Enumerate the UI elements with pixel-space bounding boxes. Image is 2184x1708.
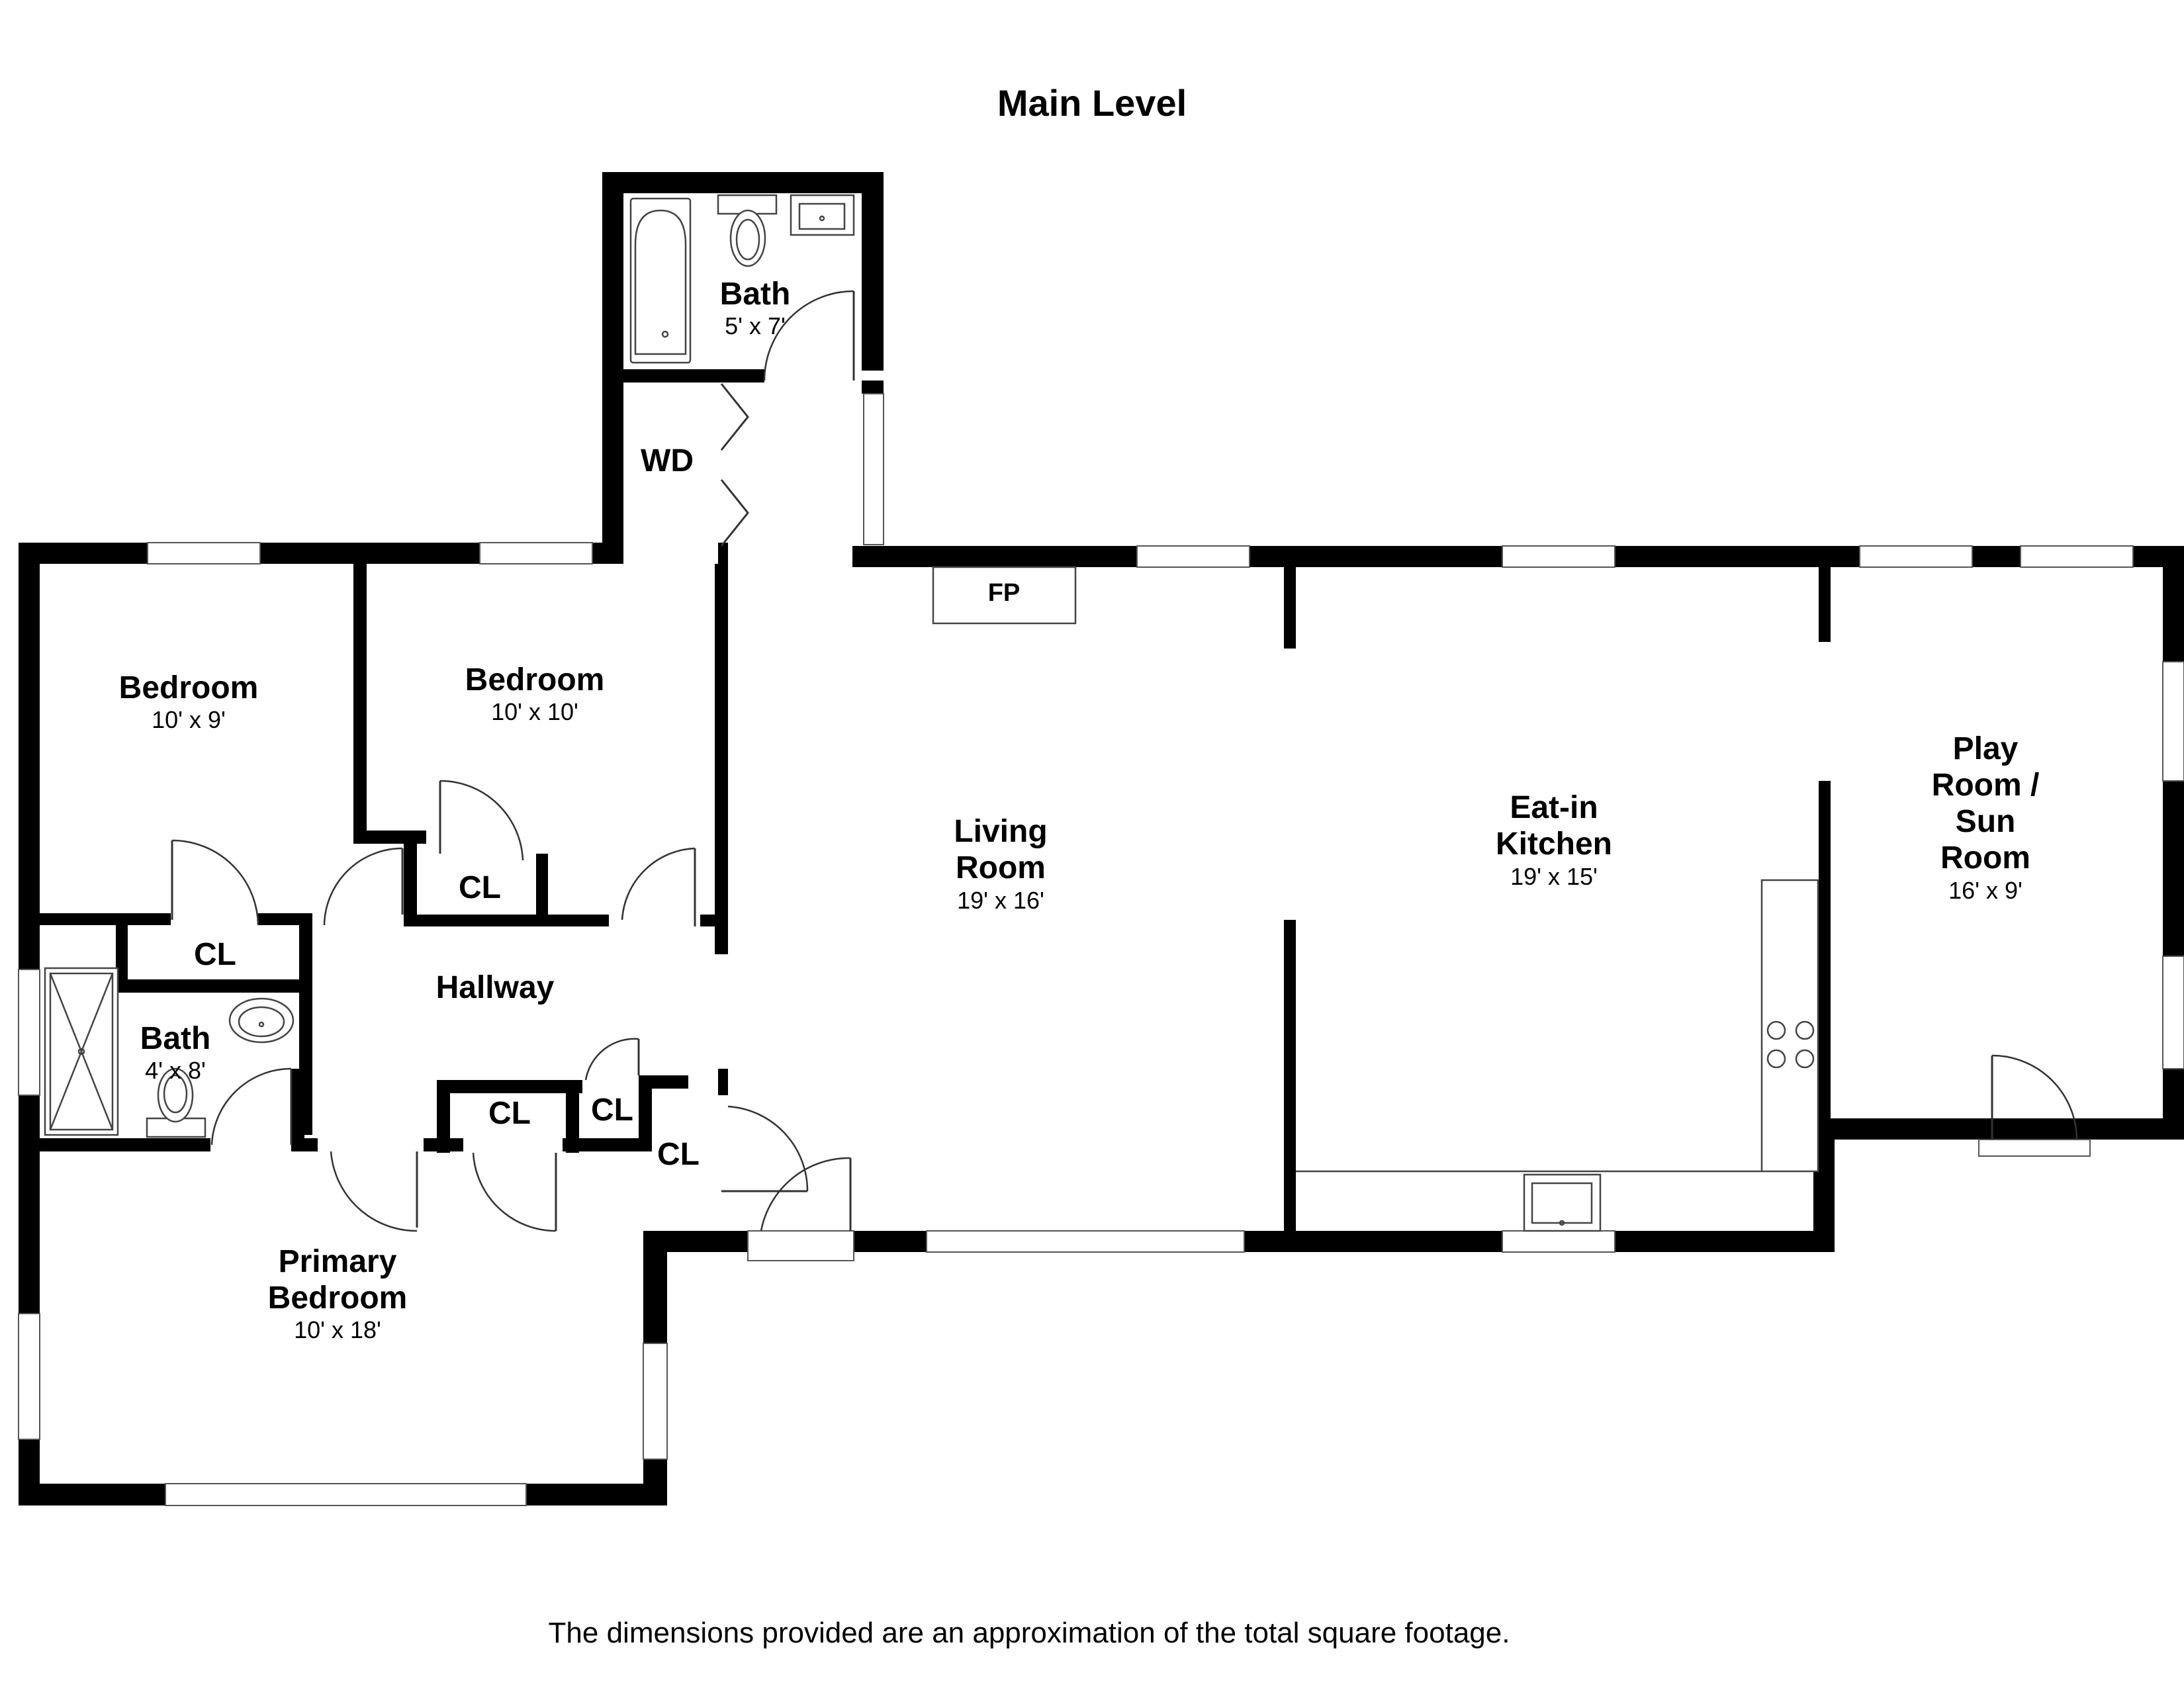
room-dim-bath-lower: 4' x 8' [145, 1057, 206, 1084]
room-label-kitchen-1: Eat-in [1510, 790, 1598, 825]
room-label-playroom-1: Play [1953, 731, 2019, 766]
room-dim-primary: 10' x 18' [294, 1316, 381, 1343]
room-label-living-2: Room [956, 850, 1046, 885]
room-label-primary-1: Primary [279, 1244, 397, 1279]
room-label-fp: FP [988, 579, 1021, 607]
room-label-primary-2: Bedroom [268, 1281, 408, 1316]
room-label-bath-lower: Bath [140, 1021, 211, 1056]
room-label-living-1: Living [954, 814, 1047, 849]
room-label-wd: WD [641, 443, 694, 478]
room-dim-bath-upper: 5' x 7' [725, 312, 786, 339]
room-label-hallway: Hallway [436, 970, 555, 1005]
room-dim-kitchen: 19' x 15' [1510, 863, 1598, 890]
disclaimer-note: The dimensions provided are an approxima… [549, 1617, 1510, 1649]
doors [171, 290, 2078, 1232]
room-label-bedroom-mid: Bedroom [465, 662, 605, 697]
room-dim-living: 19' x 16' [957, 887, 1044, 914]
room-label-closet-hall-2: CL [591, 1093, 633, 1128]
room-label-playroom-4: Room [1940, 840, 2030, 876]
fixtures [44, 194, 1819, 1232]
room-label-kitchen-2: Kitchen [1496, 827, 1612, 862]
room-label-playroom-2: Room / [1932, 768, 2040, 803]
room-label-closet-left: CL [194, 937, 236, 972]
plan-title: Main Level [997, 82, 1187, 124]
room-label-closet-mid: CL [459, 870, 501, 905]
room-dim-playroom: 16' x 9' [1948, 877, 2023, 904]
room-label-bath-upper: Bath [720, 277, 791, 312]
room-dim-bedroom-left: 10' x 9' [152, 706, 226, 733]
room-label-bedroom-left: Bedroom [119, 670, 259, 705]
room-labels: Bath 5' x 7' WD FP Bedroom 10' x 9' Bedr… [119, 277, 2040, 1343]
room-label-closet-hall-3: CL [657, 1137, 700, 1172]
room-dim-bedroom-mid: 10' x 10' [491, 698, 578, 725]
room-label-closet-hall-1: CL [488, 1096, 531, 1131]
windows [18, 393, 2184, 1506]
room-label-playroom-3: Sun [1956, 804, 2016, 839]
